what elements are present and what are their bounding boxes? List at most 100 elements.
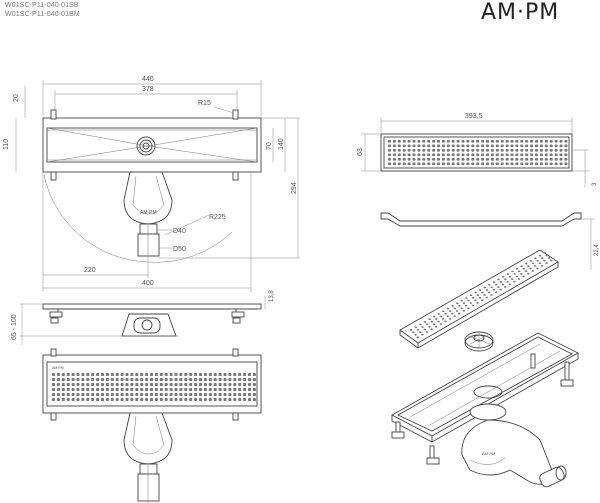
grate-hole <box>481 144 485 148</box>
grate-hole <box>61 383 65 386</box>
siphon-stamp: AM·PM <box>140 210 157 216</box>
grate-hole <box>506 281 509 283</box>
iso-grate-holes <box>410 252 553 339</box>
grate-hole <box>120 373 124 376</box>
grate-hole <box>110 388 114 391</box>
grate-hole <box>474 291 477 294</box>
grate-hole <box>61 378 65 381</box>
grate-hole <box>228 388 232 391</box>
grate-hole <box>564 144 568 148</box>
grate-hole <box>502 276 505 278</box>
grate-hole <box>483 294 486 296</box>
grate-hole <box>135 393 139 396</box>
grate-hole <box>451 140 455 143</box>
grate-hole <box>426 323 429 326</box>
grate-hole <box>549 144 553 148</box>
grate-hole <box>504 286 507 288</box>
grate-hole <box>184 373 188 376</box>
grate-hole <box>456 149 460 152</box>
grate-hole <box>252 388 256 391</box>
grate-hole <box>530 144 534 148</box>
grate-hole <box>446 162 450 166</box>
dim-center-offset: 220 <box>84 267 96 274</box>
top-view: AM·PM 440 378 R15 20 110 70 140 <box>3 76 300 292</box>
grate-hole <box>417 162 421 166</box>
grate-hole <box>490 286 493 289</box>
grate-hole <box>105 373 109 376</box>
grate-hole <box>515 162 519 166</box>
grate-detail-holes <box>388 140 568 166</box>
grate-hole <box>531 262 535 265</box>
grate-hole <box>86 388 90 391</box>
grate-hole <box>56 393 60 396</box>
grate-hole <box>471 149 475 152</box>
grate-hole <box>81 393 85 396</box>
grate-hole <box>208 373 212 376</box>
grate-hole <box>554 162 558 166</box>
grate-hole <box>530 158 534 161</box>
grate-hole <box>490 153 494 157</box>
grate-hole <box>52 383 55 386</box>
grate-hole <box>194 393 198 396</box>
grate-hole <box>125 373 129 376</box>
grate-hole <box>456 144 460 148</box>
grate-hole <box>495 149 499 152</box>
grate-hole <box>174 398 178 401</box>
grate-hole <box>101 383 104 386</box>
grate-hole <box>517 278 521 280</box>
grate-hole <box>388 153 391 157</box>
grate-hole <box>412 153 416 157</box>
grate-hole <box>500 158 504 161</box>
grate-hole <box>218 388 222 391</box>
grate-hole <box>159 383 163 386</box>
grate-hole <box>559 149 563 152</box>
grate-hole <box>199 378 202 381</box>
grate-hole <box>412 140 416 143</box>
grate-hole <box>488 283 491 286</box>
grate-hole <box>159 388 163 391</box>
grate-hole <box>105 378 109 381</box>
grate-hole <box>66 398 70 401</box>
grate-hole <box>481 140 485 143</box>
grate-hole <box>120 378 124 381</box>
grate-hole <box>506 273 509 275</box>
iso-siphon-top <box>469 403 507 421</box>
siphon-bottom <box>123 412 173 465</box>
grate-hole <box>461 144 465 148</box>
grate-hole <box>515 149 519 152</box>
grate-hole <box>115 398 119 401</box>
grate-hole <box>412 158 416 161</box>
grate-hole <box>550 259 553 262</box>
grate-hole <box>179 373 183 376</box>
grate-hole <box>71 378 75 381</box>
dim-outlet-d40: D40 <box>173 228 186 235</box>
grate-hole <box>478 296 482 299</box>
grate-hole <box>451 162 455 166</box>
grate-hole <box>486 162 489 166</box>
grate-hole <box>135 373 139 376</box>
grate-hole <box>130 398 134 401</box>
grate-hole <box>115 388 119 391</box>
grate-hole <box>446 140 450 143</box>
grate-stamp: AM·PM <box>52 366 64 370</box>
grate-hole <box>184 383 188 386</box>
grate-hole <box>81 378 85 381</box>
grate-hole <box>497 278 500 281</box>
grate-hole <box>71 388 75 391</box>
grate-hole <box>474 299 477 302</box>
grate-hole <box>233 383 237 386</box>
grate-hole <box>417 144 421 148</box>
grate-hole <box>469 302 472 304</box>
grate-hole <box>525 149 529 152</box>
grate-hole <box>564 153 568 157</box>
grate-hole <box>66 393 70 396</box>
grate-hole <box>455 310 459 312</box>
grate-hole <box>559 162 563 166</box>
grate-hole <box>536 267 539 270</box>
grate-hole <box>233 378 237 381</box>
dim-length-400: 400 <box>142 280 154 287</box>
grate-hole <box>96 373 100 376</box>
grate-hole <box>549 162 553 166</box>
dim-height-140: 140 <box>278 138 285 150</box>
grate-hole <box>154 393 158 396</box>
